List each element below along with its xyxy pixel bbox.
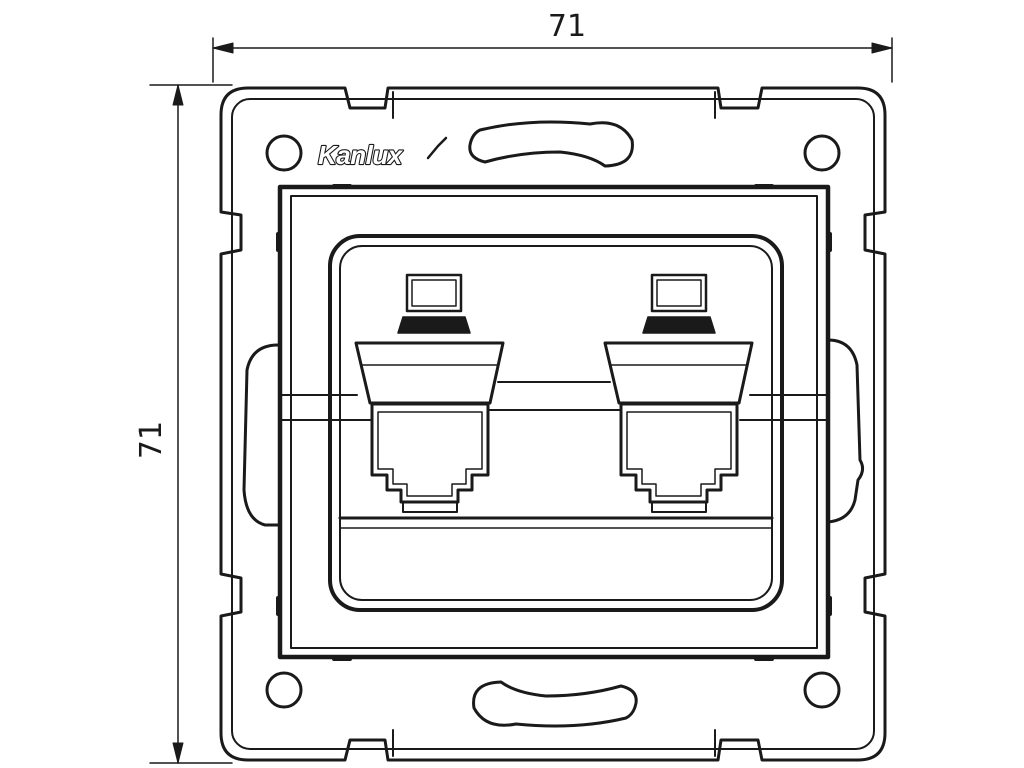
brand-logo-check — [426, 136, 448, 160]
side-clip-left — [242, 343, 280, 527]
width-arrow-left — [212, 42, 234, 54]
mounting-frame-outline — [219, 86, 887, 762]
port-funnel — [603, 341, 754, 405]
brand-logo-text: Kanlux — [318, 140, 404, 170]
port-latch — [651, 501, 707, 513]
port-jack-opening — [370, 402, 490, 504]
port-jack-inner — [377, 411, 483, 497]
rj45-port-right — [603, 273, 754, 513]
computer-icon — [642, 273, 716, 334]
rj45-port-left — [354, 273, 505, 513]
port-latch — [402, 501, 458, 513]
height-arrow-bottom — [172, 742, 184, 764]
horizontal-rails — [279, 381, 829, 529]
insert-plate-outer — [277, 184, 831, 660]
mounting-frame-inner-edge — [231, 98, 875, 750]
width-dimension: 71 — [212, 9, 893, 83]
mounting-hole-bottom-right — [803, 671, 841, 709]
mounting-hole-top-left — [265, 134, 303, 172]
height-dimension: 71 — [134, 84, 233, 764]
mounting-holes — [265, 134, 841, 709]
screw-slot-bottom — [472, 680, 638, 728]
mounting-hole-top-right — [803, 134, 841, 172]
port-jack-opening — [619, 402, 739, 504]
cover-face-inner — [339, 245, 773, 601]
computer-icon — [397, 273, 471, 334]
width-label: 71 — [548, 9, 586, 44]
insert-rim-bumps — [276, 184, 832, 661]
insert-plate-inner — [290, 195, 818, 649]
mounting-hole-bottom-left — [265, 671, 303, 709]
height-arrow-top — [172, 84, 184, 106]
brand-logo: Kanlux — [317, 136, 448, 171]
port-jack-inner — [626, 411, 732, 497]
screw-slot-top — [468, 120, 634, 168]
width-arrow-right — [871, 42, 893, 54]
height-label: 71 — [134, 421, 169, 459]
port-funnel — [354, 341, 505, 405]
side-clip-right — [826, 338, 865, 524]
cover-face-outer — [328, 234, 784, 612]
